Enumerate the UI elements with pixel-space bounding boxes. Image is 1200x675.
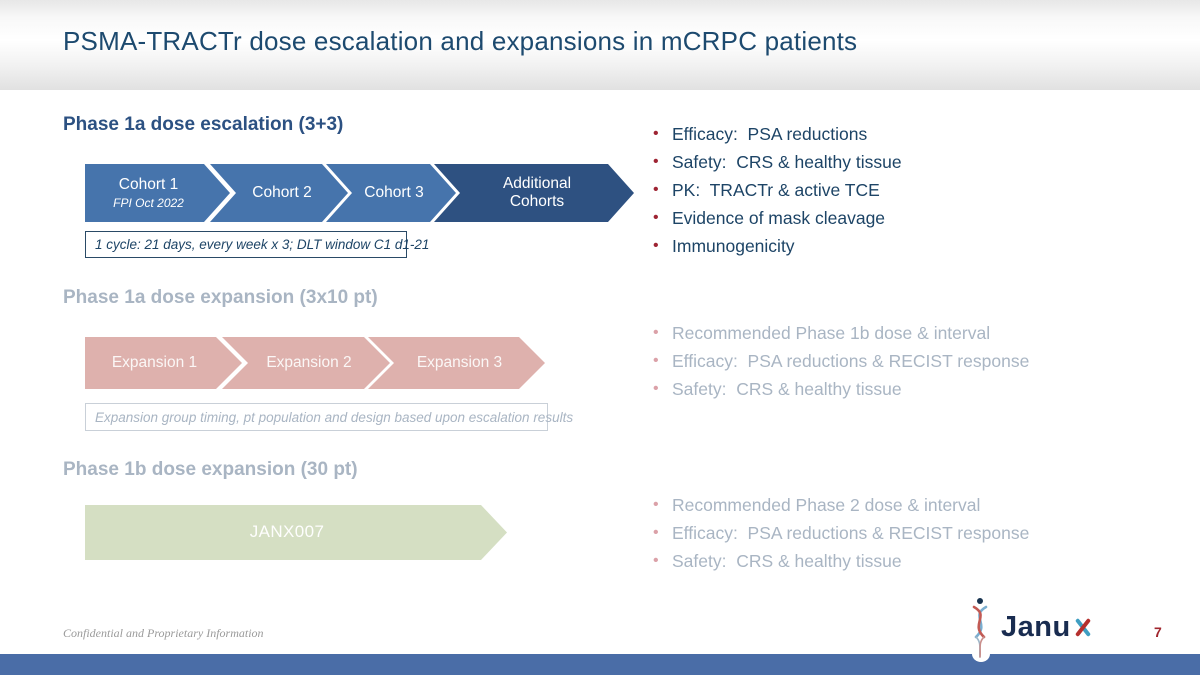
list-item: Safety: CRS & healthy tissue <box>652 378 1192 401</box>
expansion-1b-bullet-list: Recommended Phase 2 dose & interval Effi… <box>652 494 1192 578</box>
logo-bar-notch <box>972 646 990 662</box>
escalation-bullet-list: Efficacy: PSA reductions Safety: CRS & h… <box>652 123 1192 263</box>
chevron-label: Additional Cohorts <box>502 174 572 210</box>
chevron-expansion-2: Expansion 2 <box>222 337 390 389</box>
escalation-note-box: 1 cycle: 21 days, every week x 3; DLT wi… <box>85 231 429 258</box>
dna-helix-icon <box>972 598 988 658</box>
list-item: Safety: CRS & healthy tissue <box>652 550 1192 573</box>
list-item: Safety: CRS & healthy tissue <box>652 151 1192 174</box>
confidential-note: Confidential and Proprietary Information <box>63 626 264 640</box>
page-title: PSMA-TRACTr dose escalation and expansio… <box>63 26 858 56</box>
list-item: Efficacy: PSA reductions & RECIST respon… <box>652 350 1192 373</box>
list-item: Recommended Phase 2 dose & interval <box>652 494 1192 517</box>
chevron-sublabel: FPI Oct 2022 <box>113 196 184 211</box>
list-item: Efficacy: PSA reductions & RECIST respon… <box>652 522 1192 545</box>
list-item: Recommended Phase 1b dose & interval <box>652 322 1192 345</box>
chevron-label: Expansion 1 <box>111 353 198 371</box>
section-heading-expansion-1a: Phase 1a dose expansion (3x10 pt) <box>63 287 378 308</box>
chevron-expansion-3: Expansion 3 <box>368 337 545 389</box>
expansion-note-box: Expansion group timing, pt population an… <box>85 403 573 431</box>
logo-wordmark: Janu <box>1001 611 1071 643</box>
list-item: PK: TRACTr & active TCE <box>652 179 1192 202</box>
chevron-cohort-2: Cohort 2 <box>210 164 348 222</box>
chevron-janx007: JANX007 <box>85 505 507 560</box>
list-item: Immunogenicity <box>652 235 1192 258</box>
list-item: Evidence of mask cleavage <box>652 207 1192 230</box>
chevron-label: Expansion 2 <box>266 353 352 371</box>
janux-logo: Janu <box>1001 611 1092 644</box>
slide-header: PSMA-TRACTr dose escalation and expansio… <box>0 0 1200 90</box>
chevron-additional-cohorts: Additional Cohorts <box>434 164 634 222</box>
expansion-1a-bullet-list: Recommended Phase 1b dose & interval Eff… <box>652 322 1192 406</box>
chevron-label: Expansion 3 <box>416 353 503 371</box>
section-heading-escalation: Phase 1a dose escalation (3+3) <box>63 114 344 135</box>
chevron-label: Cohort 1 <box>118 175 179 193</box>
chevron-label: Cohort 3 <box>364 183 424 201</box>
list-item: Efficacy: PSA reductions <box>652 123 1192 146</box>
section-heading-expansion-1b: Phase 1b dose expansion (30 pt) <box>63 459 358 480</box>
page-number: 7 <box>1154 624 1162 640</box>
chevron-label: Cohort 2 <box>252 183 312 201</box>
bottom-accent-bar <box>0 654 1200 675</box>
logo-x-glyph <box>1073 617 1092 641</box>
chevron-expansion-1: Expansion 1 <box>85 337 242 389</box>
chevron-label: JANX007 <box>249 522 325 542</box>
chevron-cohort-1: Cohort 1 FPI Oct 2022 <box>85 164 230 222</box>
